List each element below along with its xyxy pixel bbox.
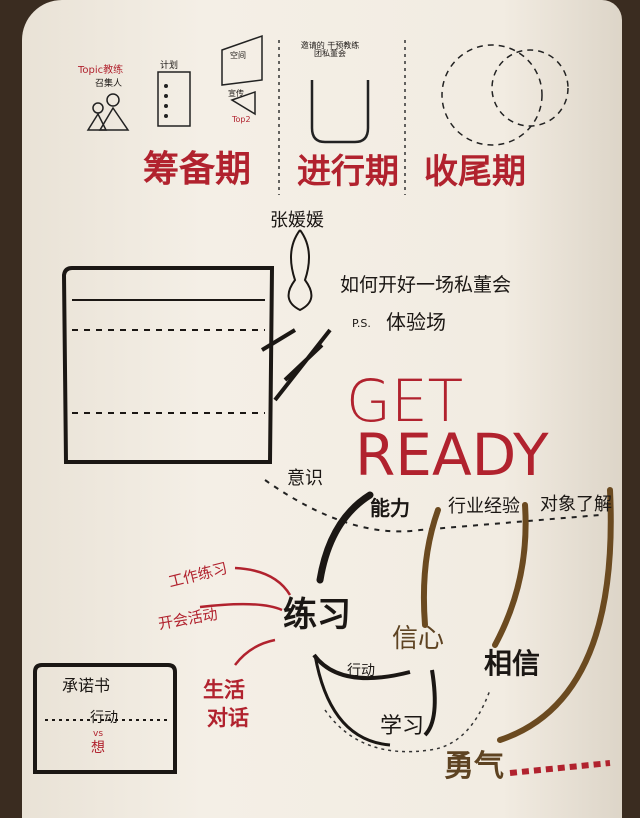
concept-learning: 学习 xyxy=(380,714,425,739)
meeting-table-icon xyxy=(310,80,370,144)
commitment-box xyxy=(33,663,177,774)
topic-label: Topic教练 xyxy=(78,65,124,76)
concept-life-2: 对话 xyxy=(207,706,249,730)
concept-ability: 能力 xyxy=(370,496,410,520)
space-label: 空间 xyxy=(230,51,246,60)
people-icon xyxy=(86,93,130,131)
banner-ready: READY xyxy=(355,421,549,489)
commitment-action: 行动 xyxy=(90,710,118,726)
ps-label: P.S. xyxy=(352,317,371,330)
headline: 如何开好一场私董会 xyxy=(340,274,512,296)
circle-icon xyxy=(441,44,543,146)
concept-courage: 勇气 xyxy=(444,749,504,784)
presenter-name: 张媛媛 xyxy=(270,210,324,231)
convener-label: 召集人 xyxy=(95,79,123,89)
concept-action: 行动 xyxy=(347,663,375,679)
phase-title-prep: 筹备期 xyxy=(143,149,252,190)
phase-title-ongoing: 进行期 xyxy=(297,152,399,192)
commitment-vs: vs xyxy=(93,729,104,739)
concept-confidence: 信心 xyxy=(392,624,445,654)
ongoing-caption: 邀请的 干预教练团私董会 xyxy=(300,41,360,58)
presenter-figure xyxy=(287,229,313,312)
plan-list-icon xyxy=(157,71,191,127)
topic2-label: Top2 xyxy=(232,115,251,124)
commitment-title: 承诺书 xyxy=(62,676,111,695)
whiteboard-drawing xyxy=(61,266,275,464)
banner-get: GET xyxy=(346,367,464,435)
ps-text: 体验场 xyxy=(386,310,446,334)
concept-audience: 对象了解 xyxy=(540,494,612,515)
circle-icon xyxy=(491,49,569,127)
promo-label: 宣传 xyxy=(228,89,244,98)
concept-practice: 练习 xyxy=(283,595,351,635)
megaphone-icon xyxy=(230,90,256,116)
concept-life-1: 生活 xyxy=(203,678,245,702)
phase-title-closing: 收尾期 xyxy=(424,152,526,192)
concept-trust: 相信 xyxy=(484,647,541,680)
commitment-think: 想 xyxy=(91,740,105,756)
concept-industry: 行业经验 xyxy=(448,496,520,517)
concept-awareness: 意识 xyxy=(287,468,323,489)
space-icon xyxy=(221,34,263,86)
plan-label: 计划 xyxy=(160,61,179,71)
